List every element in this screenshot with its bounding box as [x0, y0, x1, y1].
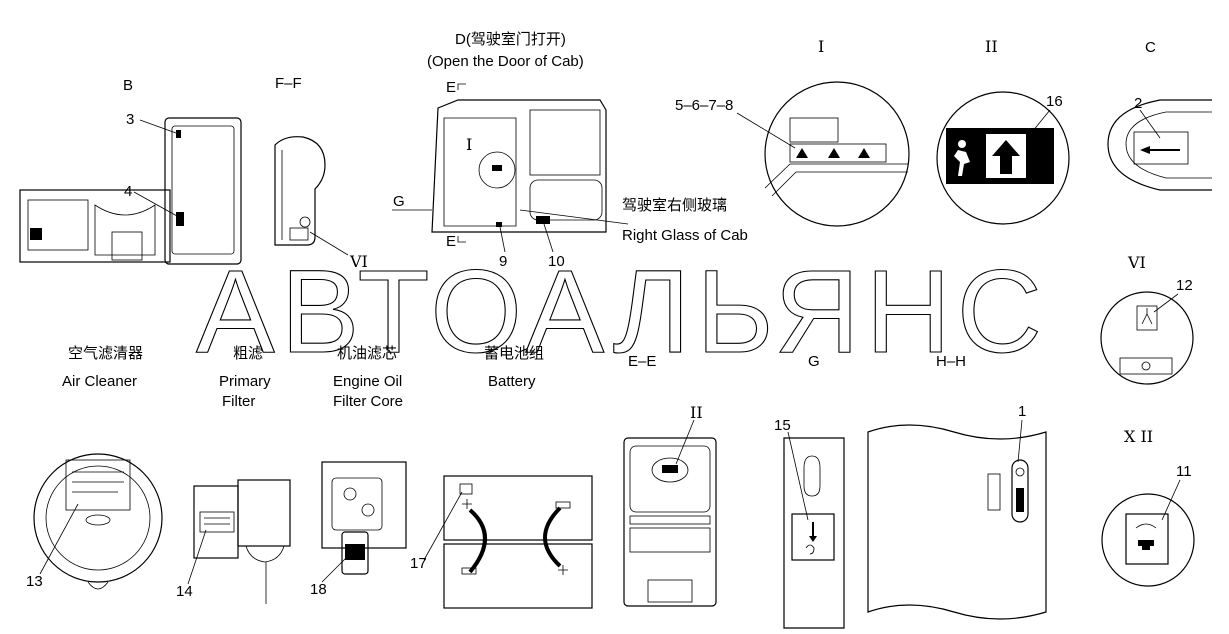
callout-5-6-7-8: 5–6–7–8 [675, 97, 733, 114]
primary-filter-view: 14 [176, 479, 291, 604]
cab-decal-10 [536, 216, 550, 224]
view-c-outline [1107, 99, 1212, 191]
view-ee-outline [623, 437, 717, 607]
battery-decal-17 [459, 483, 473, 495]
caption-battery-en: Battery [488, 373, 536, 390]
callout-16: 16 [1046, 93, 1063, 110]
view-g: 15 [774, 417, 845, 629]
view-c: C 2 [1107, 39, 1212, 191]
view-xii: X II 11 [1101, 427, 1195, 587]
captions-row: 空气滤清器 Air Cleaner 粗滤 Primary Filter 机油滤芯… [62, 345, 966, 410]
caption-oil-cn: 机油滤芯 [337, 345, 397, 362]
view-g-decal-15 [791, 513, 835, 561]
air-cleaner-view: 13 [26, 453, 163, 590]
label-vi: VI [1127, 253, 1146, 272]
callout-14: 14 [176, 583, 193, 600]
caption-battery-cn: 蓄电池组 [484, 345, 544, 362]
label-ee: E–E [628, 353, 656, 370]
view-b-door [164, 117, 242, 265]
caption-oil-en-1: Engine Oil [333, 373, 402, 390]
primary-filter-body [237, 479, 291, 547]
view-hh: 1 [867, 403, 1047, 620]
air-cleaner-decal-13 [65, 459, 131, 511]
label-d-cn: D(驾驶室门打开) [455, 31, 566, 48]
oil-filter-view: 18 [310, 461, 407, 598]
cab-front-glass [529, 109, 601, 176]
caption-right-glass-cn: 驾驶室右侧玻璃 [622, 197, 727, 214]
label-g: G [808, 353, 820, 370]
cab-outline [431, 99, 607, 233]
label-detail-i: I [818, 37, 824, 56]
caption-air-cleaner-cn: 空气滤清器 [68, 345, 143, 362]
callout-18: 18 [310, 581, 327, 598]
oil-filter-decal-18 [345, 544, 365, 560]
cab-decal-9 [496, 222, 502, 227]
detail-ii: II 16 [936, 37, 1070, 225]
callout-10: 10 [548, 253, 565, 270]
callout-13: 13 [26, 573, 43, 590]
label-c: C [1145, 39, 1156, 56]
callout-12: 12 [1176, 277, 1193, 294]
callout-2: 2 [1134, 95, 1142, 112]
caption-air-cleaner-en: Air Cleaner [62, 373, 137, 390]
view-g-outline [783, 437, 845, 629]
view-hh-outline [867, 424, 1047, 620]
callout-3: 3 [126, 111, 134, 128]
mark-i: I [466, 135, 472, 154]
caption-right-glass-en: Right Glass of Cab [622, 227, 748, 244]
callout-1: 1 [1018, 403, 1026, 420]
label-xii: X II [1124, 427, 1153, 446]
mark-e-top: E [446, 79, 456, 96]
caption-oil-en-2: Filter Core [333, 393, 403, 410]
cab-lower-glass [529, 179, 603, 221]
label-detail-ii: II [985, 37, 998, 56]
mark-vi: VI [349, 252, 368, 271]
view-xii-circle [1101, 493, 1195, 587]
view-ff: F–F VI [274, 75, 368, 271]
label-ff: F–F [275, 75, 302, 92]
view-xii-decal-11 [1125, 513, 1169, 565]
label-hh: H–H [936, 353, 966, 370]
air-cleaner-outer [33, 453, 163, 583]
mark-e-bottom: E [446, 233, 456, 250]
detail-i-warning-strip [789, 143, 887, 163]
callout-11: 11 [1176, 463, 1192, 480]
callout-15: 15 [774, 417, 791, 434]
view-hh-decal-1 [1011, 459, 1029, 523]
battery-view: 17 [410, 475, 593, 609]
watermark: АВТОАЛЬЯНС [196, 246, 1048, 378]
detail-i: I 5–6–7–8 驾驶室右侧玻璃 Right Glass of Cab [622, 37, 910, 244]
caption-primary-en-1: Primary [219, 373, 271, 390]
view-b-machine-body [19, 189, 171, 263]
mark-ii: II [690, 403, 703, 422]
view-b: B 3 4 [19, 77, 242, 265]
view-ee: II [623, 403, 717, 607]
view-vi-circle [1100, 291, 1194, 385]
label-d-en: (Open the Door of Cab) [427, 53, 584, 70]
caption-primary-en-2: Filter [222, 393, 255, 410]
detail-i-circle [764, 81, 910, 227]
mark-g: G [393, 193, 405, 210]
view-d-cab: D(驾驶室门打开) (Open the Door of Cab) E I G E… [392, 31, 629, 270]
callout-4: 4 [124, 183, 132, 200]
caption-primary-cn: 粗滤 [233, 345, 263, 362]
view-ff-outline [274, 136, 326, 246]
primary-filter-decal-14 [199, 511, 235, 533]
battery-2 [443, 543, 593, 609]
view-ee-decal [662, 465, 678, 473]
view-b-decal-3 [176, 130, 181, 138]
callout-17: 17 [410, 555, 427, 572]
detail-i-decal-panel [789, 117, 839, 143]
detail-ii-circle [936, 91, 1070, 225]
oil-filter-bracket [321, 461, 407, 549]
view-vi-detail: VI 12 [1100, 253, 1194, 385]
oil-filter-canister [341, 531, 369, 575]
label-b: B [123, 77, 133, 94]
callout-9: 9 [499, 253, 507, 270]
battery-1 [443, 475, 593, 541]
view-b-decal-4 [176, 212, 184, 226]
